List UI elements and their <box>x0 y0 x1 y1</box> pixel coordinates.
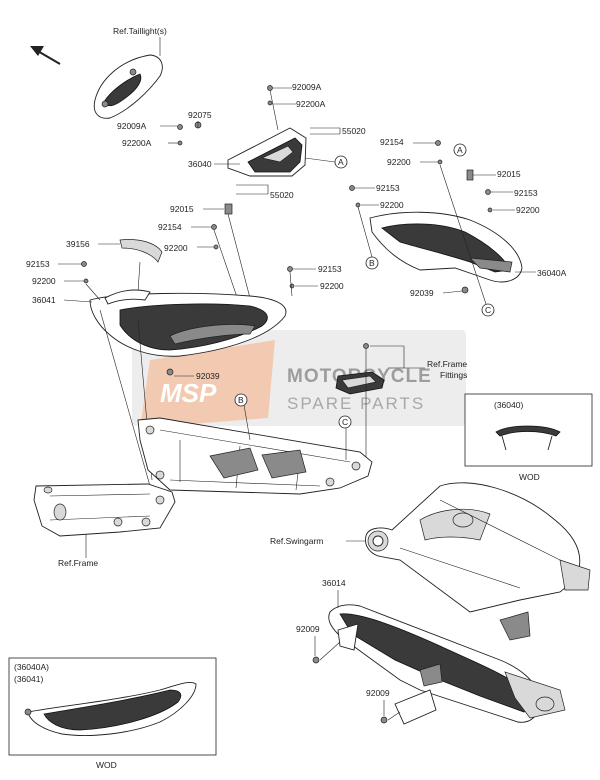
label-92015-mid: 92015 <box>170 204 194 214</box>
label-92200-mid: 92200 <box>164 243 188 253</box>
inset-36040A-code: (36040A) <box>14 662 49 672</box>
rear-frame <box>137 417 373 495</box>
side-cover-36040A <box>369 211 523 294</box>
seat-cover-36040 <box>227 127 307 177</box>
inset-36040-caption: WOD <box>519 472 540 482</box>
strip-39156 <box>119 239 163 263</box>
label-ref-frame-fittings-1: Ref.Frame <box>427 359 467 369</box>
inset-wod-36040: (36040) WOD <box>464 393 593 482</box>
label-92153-right-a: 92153 <box>514 188 538 198</box>
label-92200-right: 92200 <box>387 157 411 167</box>
label-92153-left: 92153 <box>26 259 50 269</box>
label-36040: 36040 <box>188 159 212 169</box>
callout-a-1: A <box>334 155 348 169</box>
label-92009A-top: 92009A <box>292 82 322 92</box>
label-39156: 39156 <box>66 239 90 249</box>
watermark-logo: MSP <box>160 378 217 408</box>
taillight-part <box>93 54 163 119</box>
label-36041: 36041 <box>32 295 56 305</box>
svg-text:A: A <box>457 145 463 155</box>
label-92009A-left: 92009A <box>117 121 147 131</box>
callout-c-1: C <box>481 303 495 317</box>
inset-36041-code: (36041) <box>14 674 43 684</box>
label-92200A-left: 92200A <box>122 138 152 148</box>
side-cover-36041 <box>89 289 287 376</box>
label-36014: 36014 <box>322 578 346 588</box>
label-92015-right: 92015 <box>497 169 521 179</box>
svg-text:B: B <box>238 395 244 405</box>
svg-text:C: C <box>485 305 491 315</box>
callout-b-2: B <box>234 393 248 407</box>
label-55020-b: 55020 <box>270 190 294 200</box>
callout-c-2: C <box>338 415 352 429</box>
svg-text:A: A <box>338 157 344 167</box>
watermark-line2: SPARE PARTS <box>287 394 425 413</box>
label-ref-taillight: Ref.Taillight(s) <box>113 26 167 36</box>
label-ref-frame: Ref.Frame <box>58 558 98 568</box>
chain-guard-36014 <box>328 604 566 725</box>
label-92009-b: 92009 <box>366 688 390 698</box>
label-92200-right-c: 92200 <box>380 200 404 210</box>
label-55020-a: 55020 <box>342 126 366 136</box>
svg-text:B: B <box>369 258 375 268</box>
label-92200-center: 92200 <box>320 281 344 291</box>
label-92039-center: 92039 <box>196 371 220 381</box>
label-92153-right-b: 92153 <box>376 183 400 193</box>
label-36040A: 36040A <box>537 268 567 278</box>
label-92009-a: 92009 <box>296 624 320 634</box>
label-92154-right: 92154 <box>380 137 404 147</box>
label-92039-right: 92039 <box>410 288 434 298</box>
inset-36040-code: (36040) <box>494 400 523 410</box>
label-92075: 92075 <box>188 110 212 120</box>
swingarm <box>365 482 591 613</box>
label-ref-swingarm: Ref.Swingarm <box>270 536 323 546</box>
inset-36040A-caption: WOD <box>96 760 117 770</box>
main-frame <box>33 483 176 537</box>
label-92200-left: 92200 <box>32 276 56 286</box>
svg-text:C: C <box>342 417 348 427</box>
callout-a-2: A <box>453 143 467 157</box>
label-92200A-top: 92200A <box>296 99 326 109</box>
label-92153-center: 92153 <box>318 264 342 274</box>
label-92154-mid: 92154 <box>158 222 182 232</box>
label-ref-frame-fittings-2: Fittings <box>440 370 467 380</box>
frame-fittings <box>335 343 385 395</box>
inset-wod-36040A-36041: (36040A) (36041) WOD <box>8 657 217 770</box>
arrow-up-left-icon <box>30 46 61 65</box>
callout-b-1: B <box>365 256 379 270</box>
label-92200-right-b: 92200 <box>516 205 540 215</box>
